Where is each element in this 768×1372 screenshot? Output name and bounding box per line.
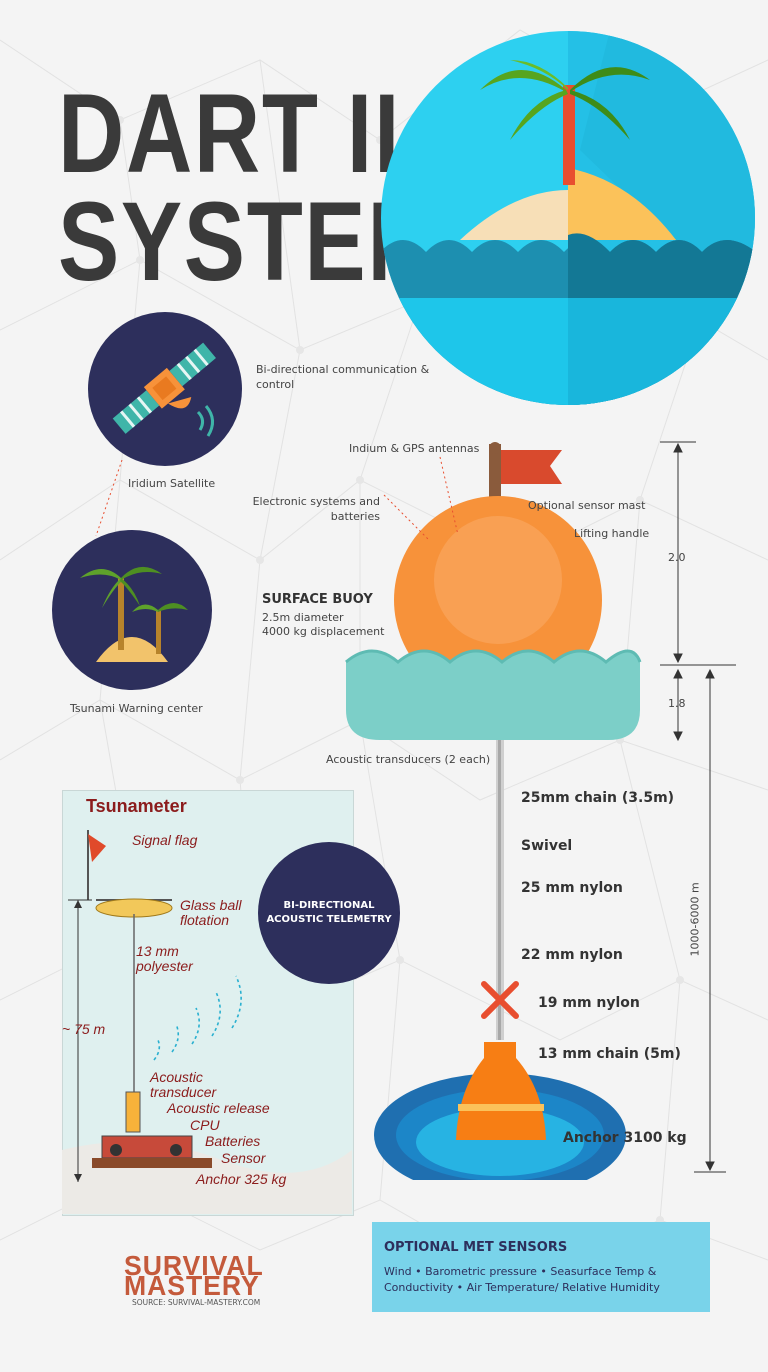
anchor-label: Anchor 3100 kg	[563, 1130, 687, 1146]
swivel-label: Swivel	[521, 838, 573, 854]
telemetry-label: BI-DIRECTIONAL ACOUSTIC TELEMETRY	[266, 900, 392, 925]
telemetry-badge	[258, 842, 400, 984]
ts-signal-flag: Signal flag	[132, 832, 198, 848]
ts-cpu: CPU	[190, 1117, 220, 1133]
iridium-label: Iridium Satellite	[128, 477, 216, 490]
ts-glass-ball: Glass ball flotation	[180, 897, 242, 928]
antennas-label: Indium & GPS antennas	[349, 442, 480, 455]
brand-line1: SURVIVAL	[124, 1250, 264, 1281]
acoustic-transducers-label: Acoustic transducers (2 each)	[326, 753, 491, 766]
tsunami-center-icon	[52, 530, 212, 690]
ts-acoustic-release: Acoustic release	[167, 1100, 270, 1116]
ts-acoustic-transducer: Acoustic transducer	[150, 1069, 217, 1100]
ts-depth: ~ 75 m	[62, 1021, 106, 1037]
brand-source: SOURCE: SURVIVAL-MASTERY.COM	[132, 1298, 261, 1307]
ts-anchor: Anchor 325 kg	[196, 1171, 287, 1187]
met-text: Wind • Barometric pressure • Seasurface …	[384, 1265, 660, 1294]
met-title: OPTIONAL MET SENSORS	[384, 1240, 568, 1255]
title-line1: DART II	[58, 71, 402, 196]
island-illustration	[381, 31, 755, 405]
sensor-mast-label: Optional sensor mast	[528, 499, 646, 512]
mooring-illustration	[374, 740, 626, 1180]
antenna-leader	[383, 456, 459, 540]
nylon-19-label: 19 mm nylon	[538, 995, 640, 1011]
tsunami-center-label: Tsunami Warning center	[70, 702, 203, 715]
buoy-diameter: 2.5m diameter	[262, 611, 344, 624]
tsunameter-title: Tsunameter	[86, 796, 187, 816]
brand-line2: MASTERY	[124, 1270, 260, 1301]
lifting-handle-label: Lifting handle	[574, 527, 650, 540]
nylon-25-label: 25 mm nylon	[521, 880, 623, 896]
ts-batteries: Batteries	[205, 1133, 261, 1149]
ts-sensor: Sensor	[221, 1150, 266, 1166]
surface-buoy-title: SURFACE BUOY	[262, 592, 373, 607]
dim-bottom-label: 1.8	[668, 697, 686, 710]
tsunameter-illustration	[62, 830, 352, 1214]
surface-buoy-illustration	[345, 442, 642, 740]
chain-25-label: 25mm chain (3.5m)	[521, 790, 675, 806]
dim-top-label: 2.0	[668, 551, 686, 564]
met-sensors-box: OPTIONAL MET SENSORS Wind • Barometric p…	[372, 1222, 710, 1312]
title-line2: SYSTEM	[58, 179, 446, 304]
comm-label: Bi-directional communication & control	[256, 363, 430, 391]
electronic-label: Electronic systems and batteries	[252, 495, 380, 523]
satellite-icon	[88, 312, 242, 466]
nylon-22-label: 22 mm nylon	[521, 947, 623, 963]
dimension-lines	[660, 441, 736, 1173]
chain-13-label: 13 mm chain (5m)	[538, 1046, 681, 1062]
depth-label: 1000-6000 m	[688, 882, 702, 957]
link-line	[95, 460, 123, 537]
buoy-displacement: 4000 kg displacement	[262, 625, 385, 638]
ts-polyester: 13 mm polyester	[136, 943, 193, 974]
